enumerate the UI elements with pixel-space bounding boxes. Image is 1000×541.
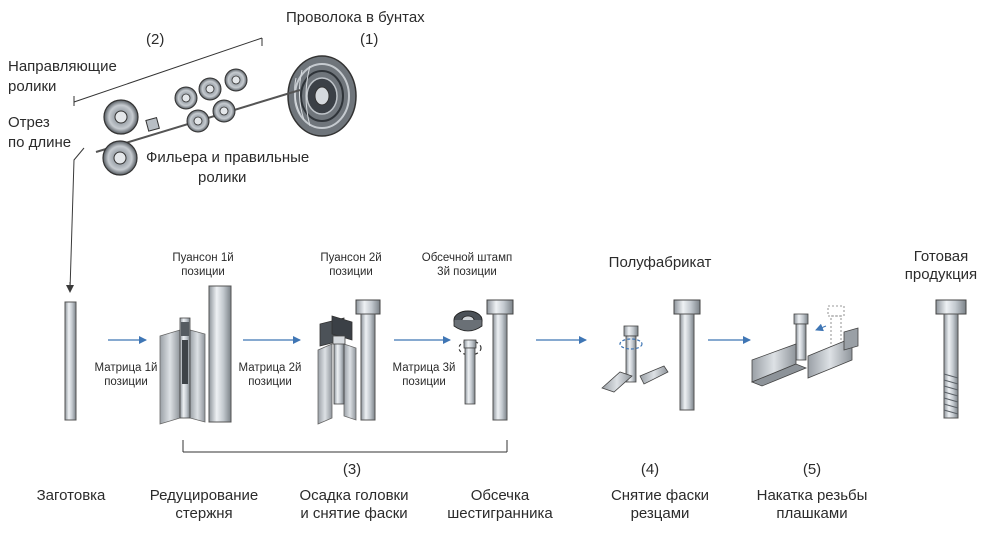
step-chamfer-line-1: Снятие фаски [610,487,710,504]
semi-product-label: Полуфабрикат [608,254,712,271]
chamfer-number: (4) [640,461,660,478]
final-line-1: Готовая [913,248,969,265]
step-upset: Осадка головки и снятие фаски [282,487,426,523]
punch-2-label: Пуансон 2й позиции [306,252,396,280]
guide-number: (2) [146,31,165,48]
die-1-line-2: позиции [104,375,148,388]
step-upset-line-2: и снятие фаски [300,505,408,522]
station-2 [317,299,381,425]
trim-die-label: Обсечной штамп 3й позиции [412,252,522,280]
die-3-label: Матрица 3й позиции [382,362,466,390]
straightening-rollers [174,68,248,133]
die-2-line-2: позиции [248,375,292,388]
cutter [145,117,160,132]
step-chamfer: Снятие фаски резцами [590,487,730,523]
step-thread: Накатка резьбы плашками [740,487,884,523]
step-reduce-line-2: стержня [175,505,233,522]
die-3-line-1: Матрица 3й [392,362,456,374]
guide-rollers [102,99,139,176]
guide-bracket [73,37,263,106]
punch-2-line-1: Пуансон 2й [320,252,382,264]
step-thread-line-1: Накатка резьбы [756,487,868,504]
feed-line [66,147,85,293]
step-chamfer-line-2: резцами [630,505,690,522]
die-label-1: Фильера и правильные [146,149,310,166]
punch-1-line-2: позиции [181,265,225,278]
step-reduce: Редуцирование стержня [134,487,274,523]
die-3-line-2: позиции [402,375,446,388]
die-2-line-1: Матрица 2й [238,362,302,374]
die-1-line-1: Матрица 1й [94,362,158,374]
station-4 [601,299,701,411]
coil-label: Проволока в бунтах [286,9,425,26]
guide-label-1: Направляющие [8,58,117,75]
punch-2-line-2: позиции [329,265,373,278]
trim-die-line-2: 3й позиции [437,265,497,278]
process-bracket [182,440,508,453]
step-reduce-line-1: Редуцирование [149,487,259,504]
cut-label-2: по длине [8,134,72,151]
wire-coil [287,55,357,137]
step-thread-line-2: плашками [776,505,848,522]
punch-1-label: Пуансон 1й позиции [158,252,248,280]
final-product-label: Готовая продукция [886,248,996,284]
step-trim-line-2: шестигранника [447,505,553,522]
die-1-label: Матрица 1й позиции [84,362,168,390]
punch-1-line-1: Пуансон 1й [172,252,234,264]
station-5 [750,305,859,387]
die-label-2: ролики [198,169,247,186]
step-trim-line-1: Обсечка [470,487,530,504]
trim-die-line-1: Обсечной штамп [421,252,513,264]
step-upset-line-1: Осадка головки [299,487,409,504]
step-trim: Обсечка шестигранника [432,487,568,523]
station-1 [159,285,232,425]
guide-label-2: ролики [8,78,57,95]
bracket-number: (3) [342,461,362,478]
thread-number: (5) [802,461,822,478]
blank-rod [64,301,77,421]
cut-label-1: Отрез [8,114,50,131]
die-2-label: Матрица 2й позиции [228,362,312,390]
coil-number: (1) [360,31,379,48]
finished-bolt [935,299,967,419]
step-blank: Заготовка [36,487,106,504]
final-line-2: продукция [904,266,978,283]
station-3 [453,299,514,421]
